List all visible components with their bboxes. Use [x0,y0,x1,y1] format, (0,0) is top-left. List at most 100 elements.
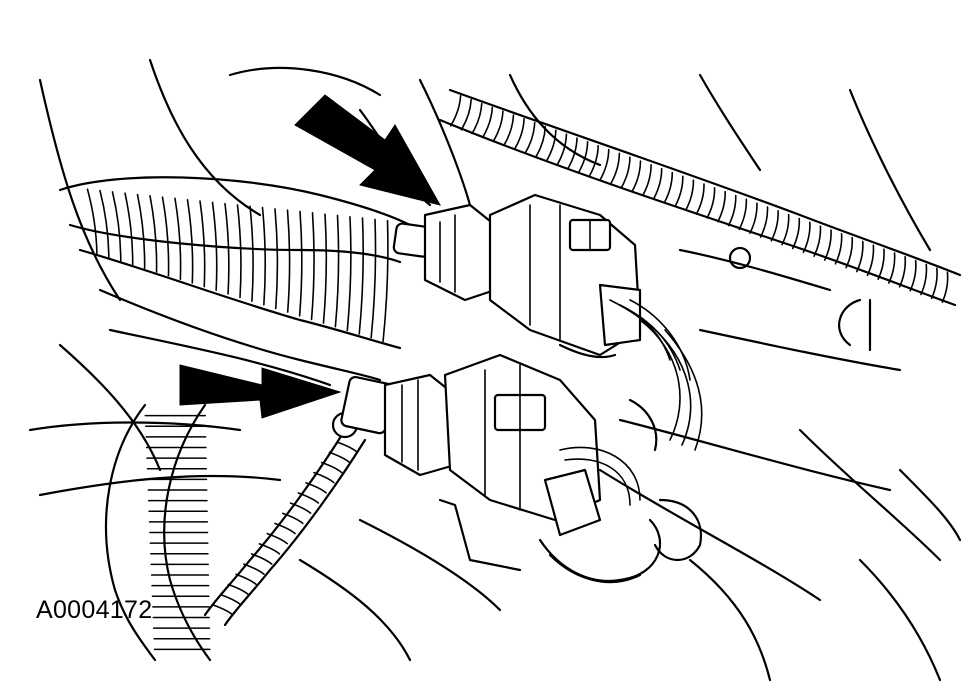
loom-rib [235,573,257,586]
loom-rib [695,183,705,215]
loom-rib [219,593,242,606]
loom-rib [663,171,674,204]
loom-rib [358,217,364,335]
upper-electrical-connector [392,193,691,381]
loom-rib [199,200,206,288]
loom-rib [727,194,737,227]
loom-rib [261,206,267,306]
loom-rib [599,148,610,181]
loom-rib [211,201,218,291]
loom-rib [481,106,494,139]
loom-rib [802,221,811,254]
loom-rib [631,160,642,192]
loom-rib [449,95,462,127]
loom-rib [578,141,589,173]
loom-rib [823,229,832,261]
loom-rib [514,118,525,150]
loom-rib [336,441,359,453]
loom-rib [738,198,748,231]
loom-rib [224,202,230,295]
loom-rib [298,210,303,317]
upper-wire-harness [58,176,412,382]
loom-rib [877,248,885,280]
loom-rib [546,129,557,162]
figure-id-label: A0004172 [36,596,153,624]
loom-rib [313,471,335,484]
loom-rib [535,125,547,158]
loom-rib [749,202,758,234]
loom-rib [328,451,351,464]
loom-rib [781,213,790,246]
loom-rib [249,205,254,302]
upper-callout-arrow [294,94,442,206]
loom-rib [610,152,621,185]
loom-rib [642,164,652,196]
loom-rib [674,175,684,208]
loom-rib [471,102,483,135]
loom-rib [266,532,289,545]
loom-rib [460,98,472,131]
loom-rib [322,213,328,324]
loom-rib [770,210,779,242]
loom-rib [856,240,864,273]
loom-rib [920,263,928,296]
loom-rib [211,604,234,616]
loom-rib [346,215,352,332]
loom-rib [149,195,158,273]
loom-rib [620,156,631,188]
loom-rib [320,461,343,474]
lower-callout-arrow [179,364,342,419]
loom-rib [186,198,194,284]
loom-rib [941,271,949,303]
loom-rib [717,190,726,223]
loom-rib [834,233,843,265]
loom-rib [503,114,515,146]
lower-left-wire-loom [105,403,212,662]
loom-rib [161,196,170,277]
loom-rib [227,583,250,596]
background-contours [28,58,962,682]
loom-rib [258,543,281,555]
loom-rib [685,179,695,211]
loom-rib [99,189,110,259]
loom-rib [174,197,182,281]
loom-rib [556,133,568,165]
loom-rib [370,218,377,339]
loom-rib [136,193,146,270]
loom-rib [791,217,801,250]
loom-rib [250,553,273,565]
loom-rib [866,244,875,277]
loom-rib [305,482,327,494]
loom-rib [588,144,599,177]
loom-rib [274,522,296,535]
loom-rib [111,191,122,262]
loom-rib [382,219,389,343]
loom-rib [909,259,917,292]
loom-rib [567,137,578,169]
loom-rib [652,167,663,200]
connector-wire-bundle [558,319,703,452]
loom-rib [492,110,504,142]
lower-electrical-connector [340,353,703,584]
loom-rib [524,121,536,154]
loom-rib [289,502,312,514]
loom-rib [759,206,769,238]
loom-rib [888,252,896,284]
loom-rib [706,187,716,219]
loom-rib [813,225,822,257]
loom-rib [898,256,907,288]
loom-rib [274,208,279,310]
loom-rib [930,267,938,300]
loom-rib [845,236,854,269]
loom-rib [310,212,315,321]
loom-rib [297,492,320,504]
loom-rib [243,563,265,575]
loom-rib [334,214,340,328]
loom-rib [286,209,291,313]
loom-rib [124,192,134,266]
loom-rib [86,188,98,255]
loom-rib [236,204,242,299]
loom-rib [281,512,304,525]
top-wire-loom [438,88,962,307]
